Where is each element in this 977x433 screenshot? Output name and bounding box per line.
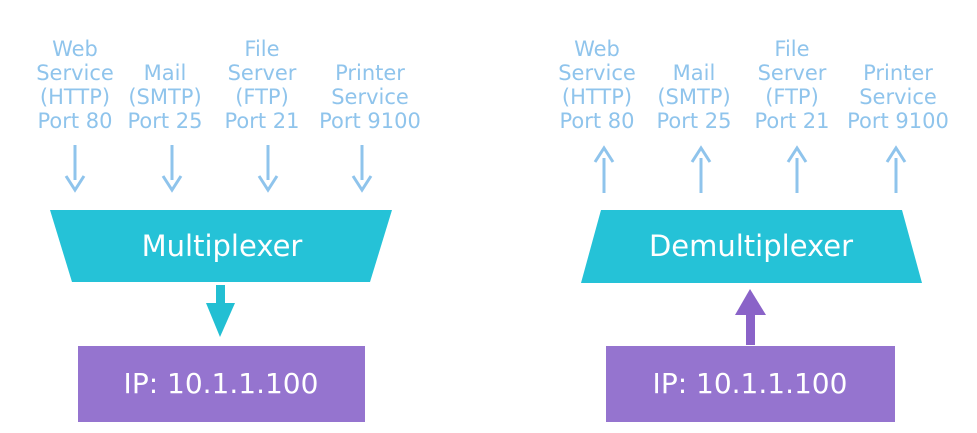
right-ip-box xyxy=(606,346,895,422)
service-line: Port 80 xyxy=(559,109,635,133)
service-line: (SMTP) xyxy=(657,85,731,109)
service-line: Port 21 xyxy=(754,109,830,133)
service-line: Port 25 xyxy=(127,109,203,133)
right-service-printer: Printer Service Port 9100 xyxy=(847,61,949,133)
left-ip-box xyxy=(78,346,365,422)
left-service-mail: Mail (SMTP) Port 25 xyxy=(127,61,202,133)
arrow-down-icon xyxy=(257,145,279,193)
service-line: Service xyxy=(36,61,114,85)
arrow-down-icon xyxy=(206,285,235,337)
service-line: Port 9100 xyxy=(319,109,421,133)
service-line: Service xyxy=(331,85,409,109)
right-service-mail: Mail (SMTP) Port 25 xyxy=(656,61,731,133)
service-line: Mail xyxy=(672,61,716,85)
demultiplexer-shape xyxy=(581,210,922,283)
arrow-down-icon xyxy=(64,145,86,193)
service-line: Web xyxy=(52,37,98,61)
arrow-up-icon xyxy=(690,145,712,193)
arrow-up-icon xyxy=(735,289,766,345)
service-line: Web xyxy=(574,37,620,61)
service-line: (SMTP) xyxy=(128,85,202,109)
service-line: Server xyxy=(757,61,827,85)
right-service-arrows xyxy=(593,145,907,193)
left-service-web: Web Service (HTTP) Port 80 xyxy=(36,37,114,133)
service-line: Printer xyxy=(335,61,405,85)
arrow-down-icon xyxy=(351,145,373,193)
left-service-arrows xyxy=(64,145,373,193)
service-line: Port 21 xyxy=(224,109,300,133)
service-line: (HTTP) xyxy=(39,85,111,109)
service-line: File xyxy=(774,37,810,61)
service-line: (HTTP) xyxy=(561,85,633,109)
arrow-up-icon xyxy=(786,145,808,193)
service-line: (FTP) xyxy=(765,85,819,109)
service-line: Mail xyxy=(143,61,187,85)
service-line: File xyxy=(244,37,280,61)
multiplexer-label: Multiplexer xyxy=(141,229,303,263)
arrow-up-icon xyxy=(593,145,615,193)
right-service-file: File Server (FTP) Port 21 xyxy=(754,37,829,133)
left-service-printer: Printer Service Port 9100 xyxy=(319,61,421,133)
service-line: (FTP) xyxy=(235,85,289,109)
right-ip-label: IP: 10.1.1.100 xyxy=(652,367,848,400)
service-line: Port 80 xyxy=(37,109,113,133)
service-line: Port 25 xyxy=(656,109,732,133)
service-line: Server xyxy=(227,61,297,85)
right-service-web: Web Service (HTTP) Port 80 xyxy=(558,37,636,133)
service-line: Port 9100 xyxy=(847,109,949,133)
multiplexer-shape xyxy=(50,210,392,282)
arrow-up-icon xyxy=(885,145,907,193)
service-line: Printer xyxy=(863,61,933,85)
service-line: Service xyxy=(859,85,937,109)
left-ip-label: IP: 10.1.1.100 xyxy=(123,367,319,400)
arrow-down-icon xyxy=(161,145,183,193)
service-line: Service xyxy=(558,61,636,85)
demultiplexer-label: Demultiplexer xyxy=(648,229,854,263)
left-service-file: File Server (FTP) Port 21 xyxy=(224,37,299,133)
